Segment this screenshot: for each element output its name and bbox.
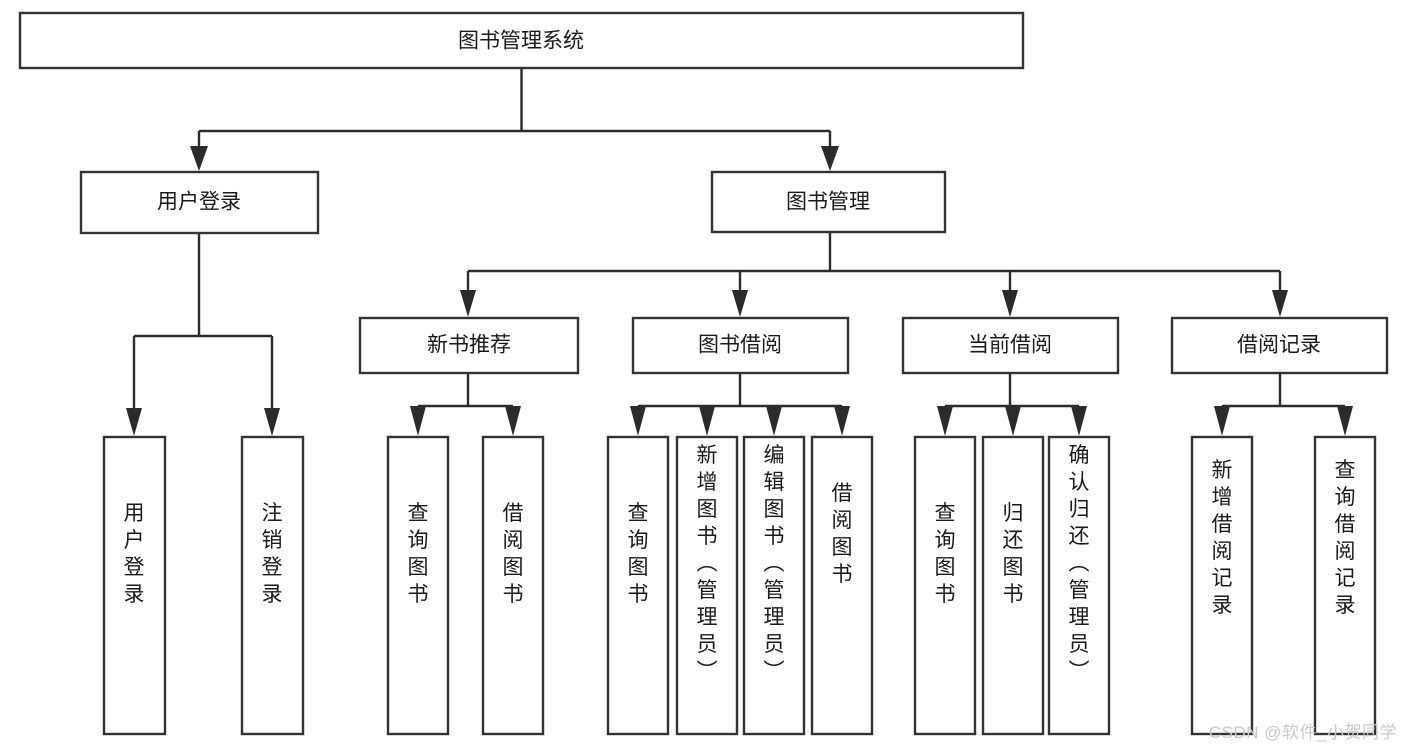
node-borrow-record-label: 借阅记录 <box>1237 334 1321 357</box>
arrow-head-borrow-record-leaf-1 <box>1337 406 1353 436</box>
leaf-box[interactable] <box>1190 435 1254 736</box>
arrow-head-user-login-leaf-0 <box>126 408 142 436</box>
leaf-box[interactable] <box>1047 435 1111 736</box>
node-current-borrow-box[interactable] <box>901 316 1120 375</box>
node-root-box[interactable] <box>18 11 1025 70</box>
leaf-label: 查询图书 <box>628 502 649 606</box>
leaf-new-book-recommend-0[interactable]: 查询图书 <box>386 435 450 736</box>
node-book-management-label: 图书管理 <box>786 191 870 214</box>
leaf-box[interactable] <box>981 435 1045 736</box>
leaf-book-borrow-0[interactable]: 查询图书 <box>606 435 670 736</box>
leaf-current-borrow-0[interactable]: 查询图书 <box>913 435 977 736</box>
leaf-box[interactable] <box>810 435 874 736</box>
arrow-head-user-login-leaf-1 <box>264 408 280 436</box>
connector-group-current-borrow <box>937 373 1087 436</box>
leaf-label: 归还图书 <box>1003 502 1024 606</box>
node-current-borrow[interactable]: 当前借阅 <box>901 316 1120 375</box>
leaf-box[interactable] <box>240 435 305 736</box>
connector-group-book-borrow <box>630 373 850 436</box>
leaf-book-borrow-1[interactable]: 新增图书︵管理员︶ <box>675 435 739 736</box>
arrow-head-book-borrow-leaf-3 <box>834 406 850 436</box>
arrow-head-book-borrow <box>732 290 748 317</box>
node-book-borrow[interactable]: 图书借阅 <box>631 316 850 375</box>
connector-group-new-book <box>410 373 521 436</box>
leaf-box[interactable] <box>481 435 545 736</box>
leaf-label: 注销登录 <box>262 502 283 606</box>
arrow-head-borrow-record-leaf-0 <box>1214 406 1230 436</box>
node-book-management-box[interactable] <box>710 170 947 234</box>
leaf-box[interactable] <box>913 435 977 736</box>
leaf-label: 查询借阅记录 <box>1335 459 1356 617</box>
arrow-head-book-borrow-leaf-2 <box>766 406 782 436</box>
leaf-book-borrow-2[interactable]: 编辑图书︵管理员︶ <box>742 435 806 736</box>
leaf-box[interactable] <box>742 435 806 736</box>
leaf-borrow-record-0[interactable]: 新增借阅记录 <box>1190 435 1254 736</box>
arrow-head-new-book-leaf-1 <box>505 406 521 436</box>
connector-group-root <box>190 68 839 171</box>
leaf-label: 编辑图书︵管理员︶ <box>764 444 785 683</box>
node-root-label: 图书管理系统 <box>458 30 584 53</box>
arrow-head-new-book <box>460 290 476 317</box>
arrow-head-current-borrow-leaf-2 <box>1071 406 1087 436</box>
connector-group-borrow-record <box>1214 373 1353 436</box>
node-user-login[interactable]: 用户登录 <box>79 170 320 235</box>
leaf-box[interactable] <box>386 435 450 736</box>
leaf-label: 借阅图书 <box>832 482 853 586</box>
leaf-label: 新增图书︵管理员︶ <box>697 444 718 683</box>
arrow-head-book-mgmt <box>821 146 839 171</box>
node-book-borrow-box[interactable] <box>631 316 850 375</box>
arrow-head-current-borrow-leaf-1 <box>1005 406 1021 436</box>
connector-group-user-login <box>126 233 280 436</box>
leaf-label: 查询图书 <box>935 502 956 606</box>
node-book-management[interactable]: 图书管理 <box>710 170 947 234</box>
connector-group-book-mgmt <box>460 232 1288 317</box>
csdn-watermark: CSDN @软件_小贺同学 <box>1208 723 1397 742</box>
node-user-login-box[interactable] <box>79 170 320 235</box>
leaf-label: 确认归还︵管理员︶ <box>1069 444 1090 683</box>
node-borrow-record-box[interactable] <box>1170 316 1389 375</box>
arrow-head-user-login <box>190 146 208 171</box>
node-new-book-recommend[interactable]: 新书推荐 <box>358 316 580 375</box>
leaf-book-borrow-3[interactable]: 借阅图书 <box>810 435 874 736</box>
arrow-head-borrow-record <box>1272 290 1288 317</box>
arrow-head-book-borrow-leaf-1 <box>699 406 715 436</box>
node-current-borrow-label: 当前借阅 <box>968 334 1052 357</box>
arrow-head-book-borrow-leaf-0 <box>630 406 646 436</box>
node-root-system[interactable]: 图书管理系统 <box>18 11 1025 70</box>
leaf-current-borrow-1[interactable]: 归还图书 <box>981 435 1045 736</box>
leaf-box[interactable] <box>675 435 739 736</box>
leaf-current-borrow-2[interactable]: 确认归还︵管理员︶ <box>1047 435 1111 736</box>
leaf-box[interactable] <box>606 435 670 736</box>
leaf-label: 查询图书 <box>408 502 429 606</box>
leaf-label: 借阅图书 <box>503 502 524 606</box>
arrow-head-current-borrow-leaf-0 <box>937 406 953 436</box>
node-new-book-recommend-box[interactable] <box>358 316 580 375</box>
arrow-head-new-book-leaf-0 <box>410 406 426 436</box>
leaf-user-login-1[interactable]: 注销登录 <box>240 435 305 736</box>
leaf-borrow-record-1[interactable]: 查询借阅记录 <box>1313 435 1377 736</box>
node-user-login-label: 用户登录 <box>157 191 241 214</box>
node-borrow-record[interactable]: 借阅记录 <box>1170 316 1389 375</box>
node-new-book-recommend-label: 新书推荐 <box>427 334 511 357</box>
arrow-head-current-borrow <box>1002 290 1018 317</box>
leaf-label: 用户登录 <box>124 502 145 606</box>
leaf-new-book-recommend-1[interactable]: 借阅图书 <box>481 435 545 736</box>
leaf-box[interactable] <box>1313 435 1377 736</box>
node-book-borrow-label: 图书借阅 <box>698 334 782 357</box>
leaf-label: 新增借阅记录 <box>1212 459 1233 617</box>
leaf-box[interactable] <box>102 435 167 736</box>
leaf-user-login-0[interactable]: 用户登录 <box>102 435 167 736</box>
